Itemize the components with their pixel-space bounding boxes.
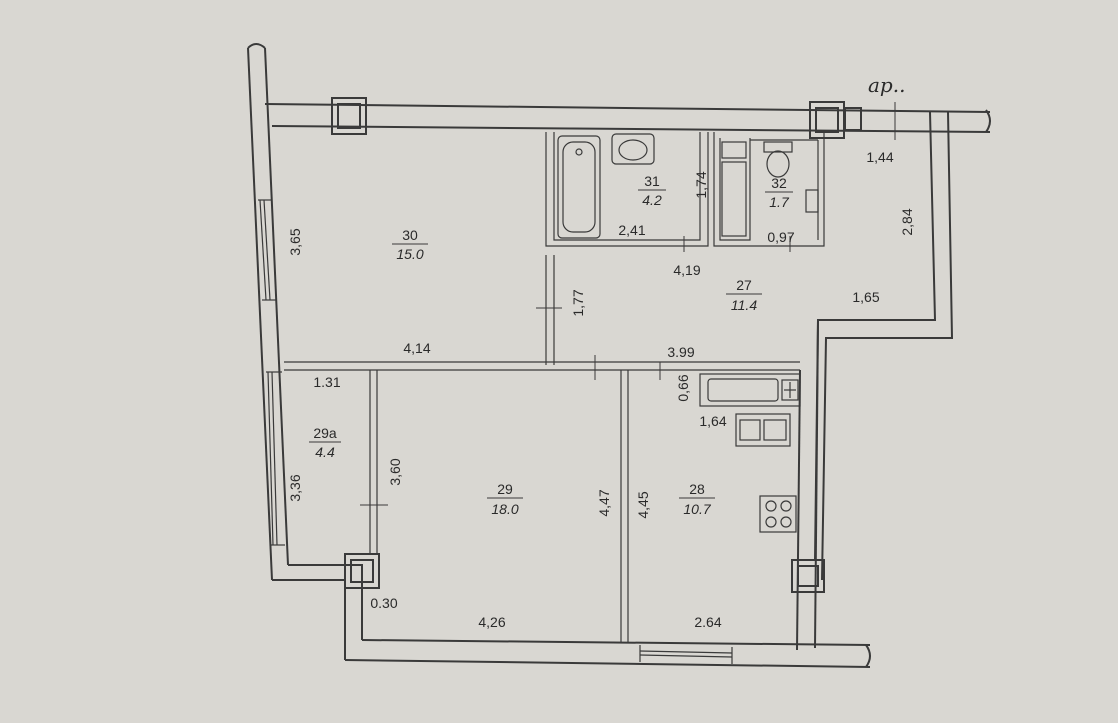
room-area: 4.2: [642, 192, 662, 208]
room-32: 32 1.7: [765, 175, 793, 210]
room-area: 10.7: [683, 501, 711, 517]
toilet-icon: [763, 141, 793, 178]
room-number: 31: [644, 173, 660, 189]
room-27: 27 11.4: [726, 277, 762, 313]
kitchen-counter-icon: [699, 373, 801, 407]
room-area: 4.4: [315, 444, 335, 460]
room-30: 30 15.0: [392, 227, 428, 262]
room-number: 29а: [313, 425, 337, 441]
dimension-label: 0.30: [370, 595, 397, 611]
dimension-label: 1,65: [852, 289, 879, 305]
sink-small-icon: [805, 189, 819, 213]
dimension-label: 4,14: [403, 340, 430, 356]
room-28: 28 10.7: [679, 481, 715, 517]
dimension-label: 2,84: [899, 208, 915, 235]
dimension-label: 3.99: [667, 344, 694, 360]
room-number: 32: [771, 175, 787, 191]
dimension-label: 1,77: [570, 289, 586, 316]
dimension-label: 1.31: [313, 374, 340, 390]
room-31: 31 4.2: [638, 173, 666, 208]
washing-machine-icon: [721, 141, 747, 237]
dimension-label: 1,44: [866, 149, 893, 165]
room-number: 27: [736, 277, 752, 293]
room-area: 1.7: [769, 194, 790, 210]
window-left-lower: [266, 371, 285, 546]
room-area: 11.4: [731, 297, 757, 313]
corner-note: ар..: [868, 73, 905, 97]
room-number: 28: [689, 481, 705, 497]
room-29a: 29а 4.4: [309, 425, 341, 460]
room-29: 29 18.0: [487, 481, 523, 517]
dimension-label: 0,66: [675, 374, 691, 401]
dimension-label: 4,26: [478, 614, 505, 630]
room-number: 29: [497, 481, 513, 497]
dimension-label: 2,41: [618, 222, 645, 238]
dimension-label: 0,97: [767, 229, 794, 245]
stove-icon: [759, 495, 797, 533]
outer-walls: [247, 43, 991, 668]
window-left-upper: [258, 199, 276, 301]
dimension-label: 3,65: [287, 228, 303, 255]
room-area: 15.0: [396, 246, 423, 262]
dimension-label: 2.64: [694, 614, 721, 630]
room-area: 18.0: [491, 501, 518, 517]
dimension-label: 4,47: [596, 489, 612, 516]
dimension-label: 3,36: [287, 474, 303, 501]
dimension-label: 1,74: [693, 171, 709, 198]
dimension-label: 4,19: [673, 262, 700, 278]
dimension-label: 3,60: [387, 458, 403, 485]
washbasin-icon: [611, 133, 655, 165]
kitchen-sink-icon: [735, 413, 791, 447]
room-number: 30: [402, 227, 418, 243]
dimension-label: 1,64: [699, 413, 726, 429]
dimension-label: 4,45: [635, 491, 651, 518]
columns: [331, 97, 862, 593]
bathtub-icon: [557, 135, 601, 239]
window-bottom: [639, 645, 733, 664]
dimension-labels: 1,44 3,65 1,74 2,41 0,97 2,84 4,19 1,77 …: [287, 149, 915, 630]
